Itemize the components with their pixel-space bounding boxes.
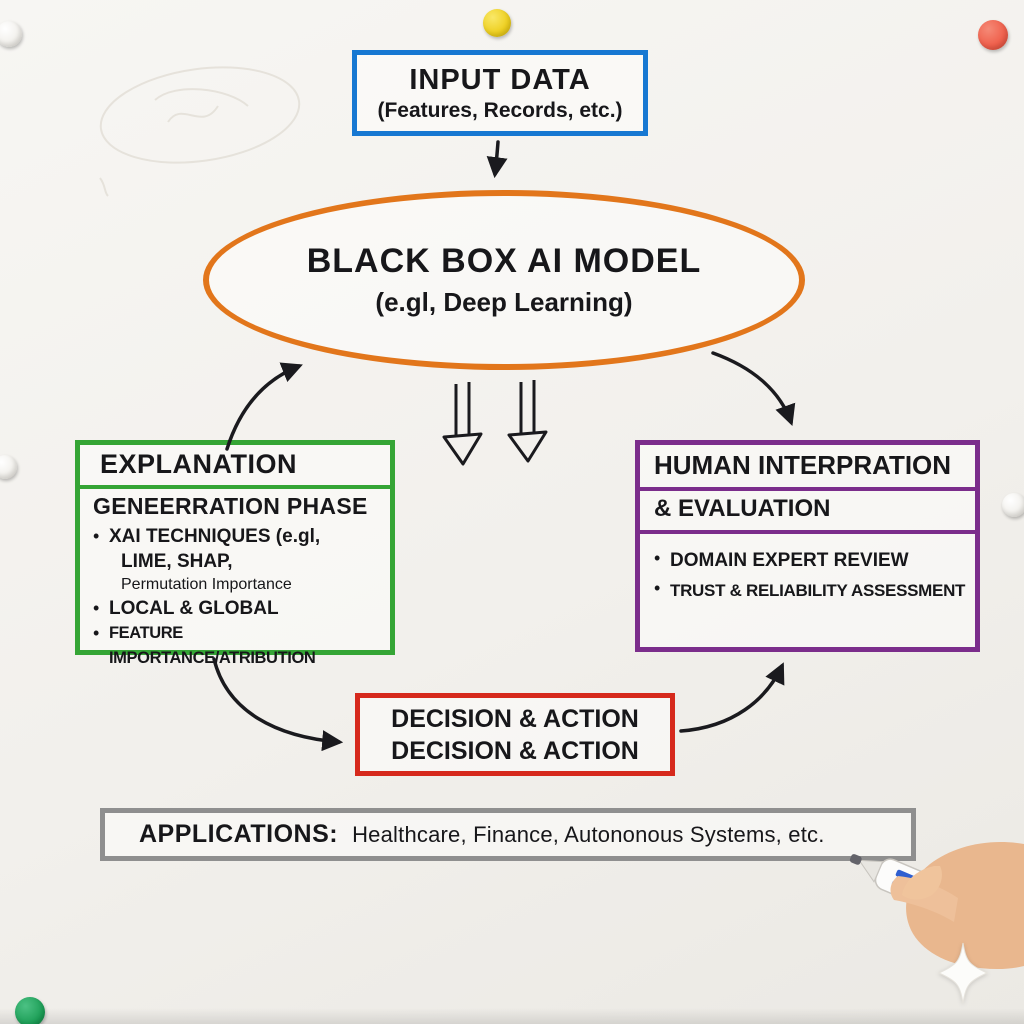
hand-with-marker xyxy=(849,842,1024,969)
input-data-box: INPUT DATA (Features, Records, etc.) xyxy=(352,50,648,136)
bullet-icon: • xyxy=(93,623,100,643)
arrow-explanation-to-decision xyxy=(212,657,344,752)
magnet-white-left xyxy=(0,455,17,479)
bullet-icon: • xyxy=(654,548,661,568)
bullet-line: Permutation Importance xyxy=(121,576,292,593)
input-data-title: INPUT DATA xyxy=(409,63,591,96)
applications-box: APPLICATIONS: Healthcare, Finance, Auton… xyxy=(100,808,916,861)
applications-label: APPLICATIONS: xyxy=(139,820,339,848)
bullet-line: LOCAL & GLOBAL xyxy=(109,598,279,619)
bullet-line: FEATURE IMPORTANCE/ATRIBUTION xyxy=(109,624,316,667)
hand xyxy=(906,842,1024,969)
bullet-line: LIME, SHAP, xyxy=(121,551,233,572)
magnet-white-top-left xyxy=(0,21,22,47)
magnet-yellow-top xyxy=(483,9,511,37)
magnet-red-top-right xyxy=(978,20,1008,50)
input-data-subtitle: (Features, Records, etc.) xyxy=(377,98,623,122)
arrow-decision-to-human xyxy=(679,662,785,733)
list-item: • FEATURE IMPORTANCE/ATRIBUTION xyxy=(93,621,384,671)
arrow-input-to-model xyxy=(486,140,508,179)
arrow-explanation-to-model xyxy=(225,362,303,451)
model-subtitle: (e.gl, Deep Learning) xyxy=(375,287,633,317)
decision-action-box: DECISION & ACTION DECISION & ACTION xyxy=(355,693,675,776)
black-box-model-ellipse: BLACK BOX AI MODEL (e.gl, Deep Learning) xyxy=(203,190,805,370)
bullet-line: TRUST & RELIABILITY ASSESSMENT xyxy=(670,581,966,600)
decision-line: DECISION & ACTION xyxy=(391,704,639,733)
decision-line: DECISION & ACTION xyxy=(391,736,639,765)
explanation-bullet-list: • XAI TECHNIQUES (e.gl, LIME, SHAP, Perm… xyxy=(80,522,390,671)
magnet-green-bottom-left xyxy=(15,997,45,1024)
human-interpretation-box: HUMAN INTERPRATION & EVALUATION • DOMAIN… xyxy=(635,440,980,652)
bullet-icon: • xyxy=(93,598,100,618)
list-item: • TRUST & RELIABILITY ASSESSMENT xyxy=(654,576,969,606)
list-item: • DOMAIN EXPERT REVIEW xyxy=(654,546,969,576)
bullet-line: XAI TECHNIQUES (e.gl, xyxy=(109,526,321,547)
bullet-line: DOMAIN EXPERT REVIEW xyxy=(670,550,909,571)
sparkle-icon xyxy=(937,942,989,1004)
bullet-icon: • xyxy=(654,578,661,598)
magnet-white-right xyxy=(1002,493,1024,517)
human-subtitle: & EVALUATION xyxy=(640,491,975,534)
arrow-model-to-human xyxy=(711,351,796,426)
explanation-title: EXPLANATION xyxy=(80,445,390,489)
list-item: • LOCAL & GLOBAL xyxy=(93,596,384,621)
list-item: • XAI TECHNIQUES (e.gl, LIME, SHAP, Perm… xyxy=(93,524,384,596)
applications-text: Healthcare, Finance, Autononous Systems,… xyxy=(352,821,825,847)
model-output-arrows xyxy=(442,380,548,466)
explanation-subtitle: GENEERRATION PHASE xyxy=(93,493,368,519)
human-title: HUMAN INTERPRATION xyxy=(640,445,975,491)
model-title: BLACK BOX AI MODEL xyxy=(306,242,702,280)
explanation-generation-box: EXPLANATION GENEERRATION PHASE • XAI TEC… xyxy=(75,440,395,667)
whiteboard-bottom-edge xyxy=(0,1008,1024,1024)
human-bullet-list: • DOMAIN EXPERT REVIEW • TRUST & RELIABI… xyxy=(640,534,975,606)
faint-scribble xyxy=(99,66,301,197)
bullet-icon: • xyxy=(93,526,100,546)
